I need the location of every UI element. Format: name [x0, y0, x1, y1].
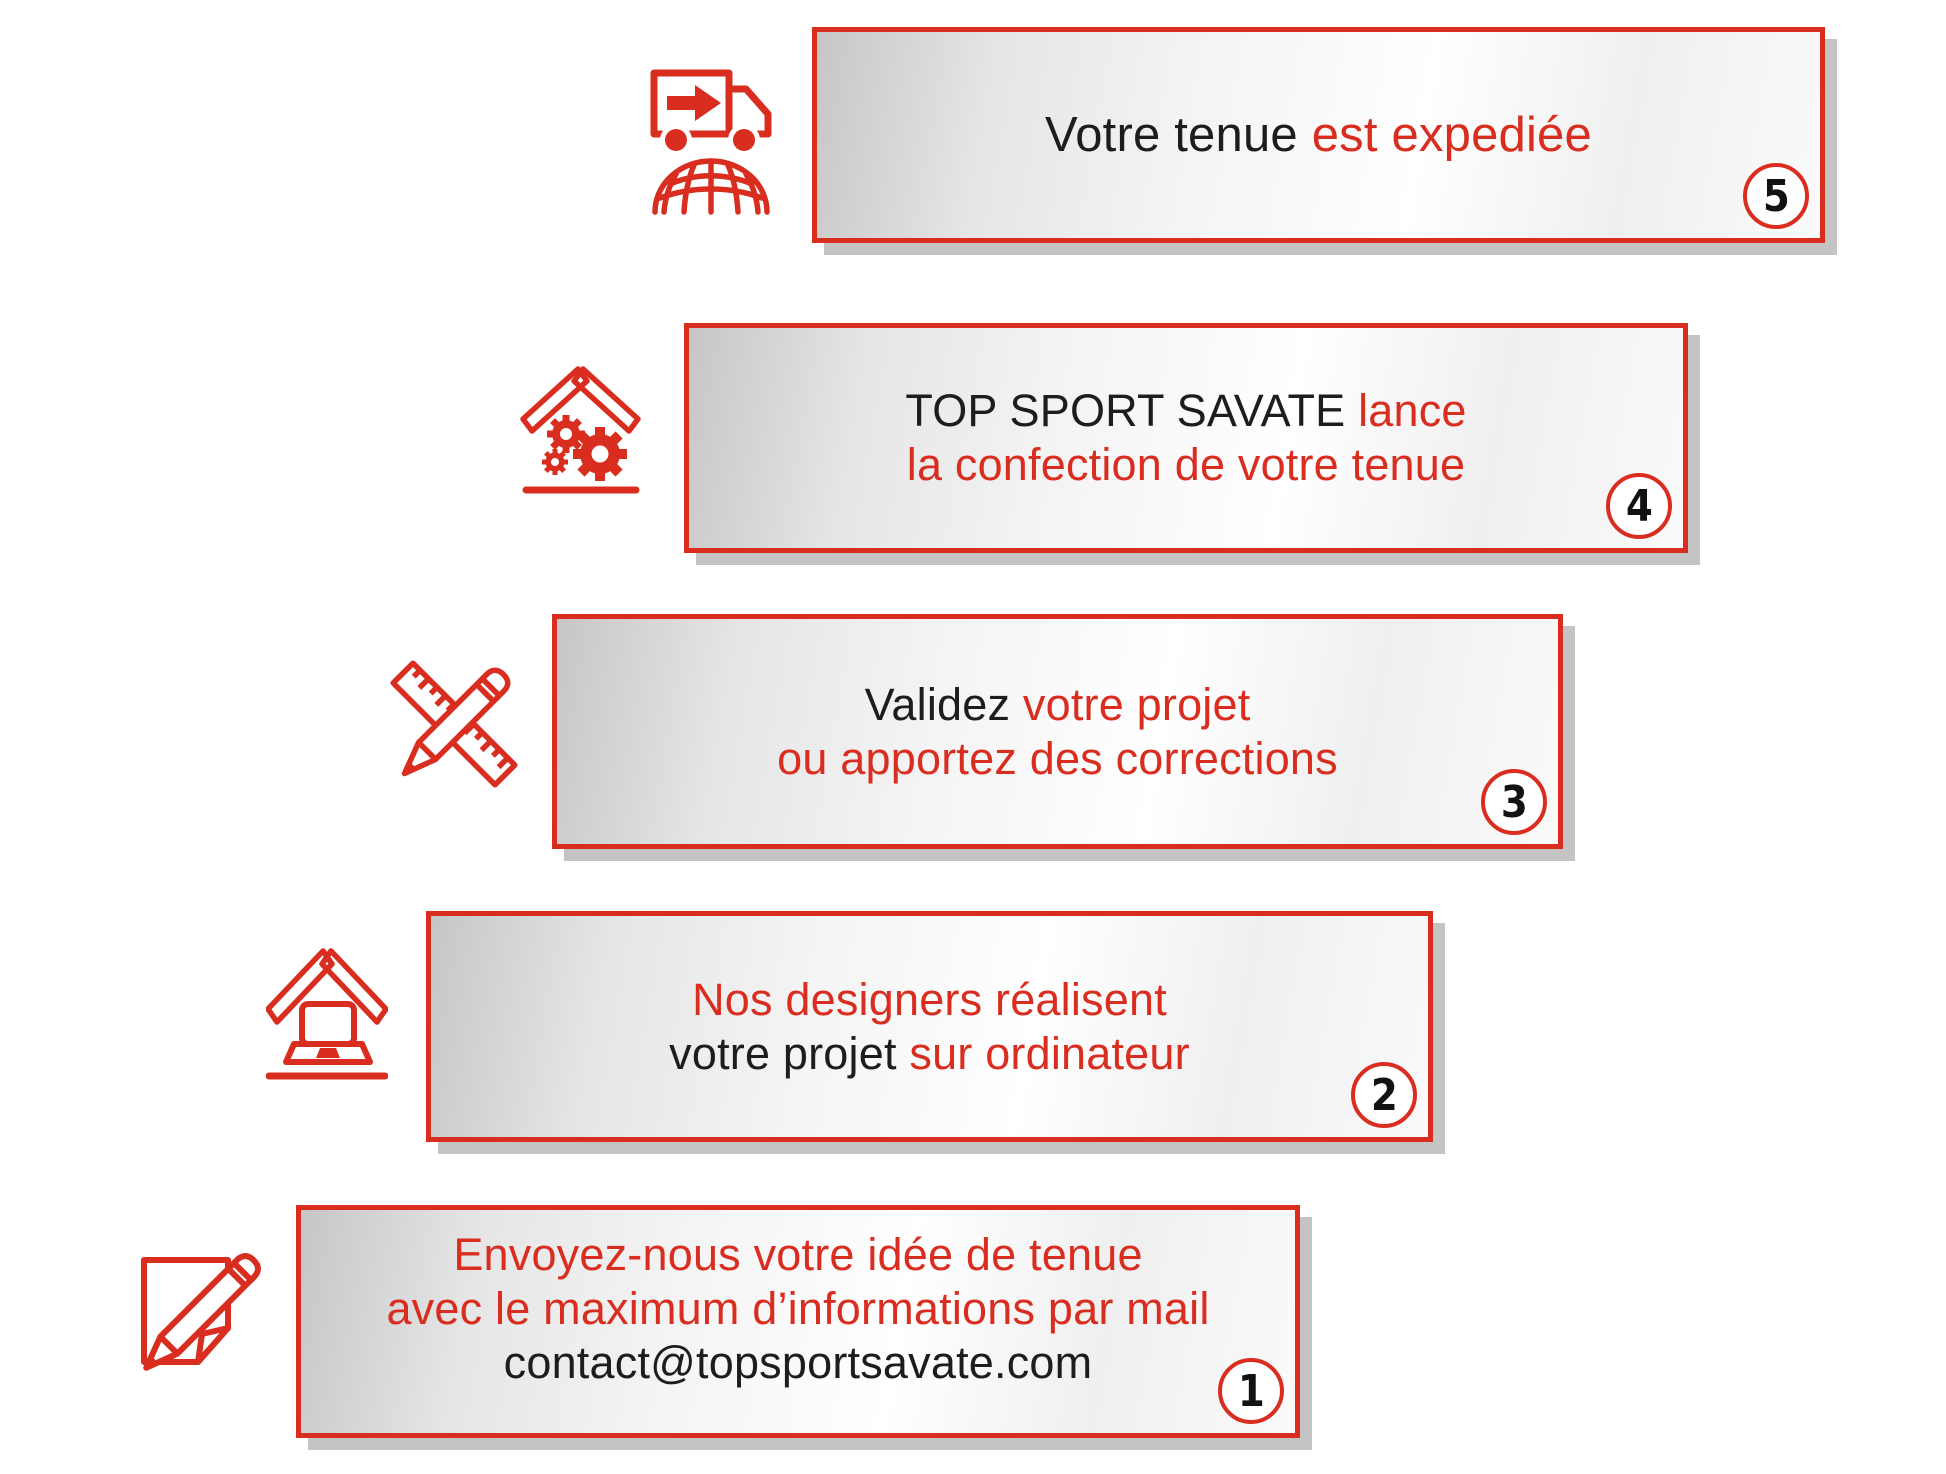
- step-number: 1: [1237, 1365, 1265, 1417]
- step-number: 3: [1500, 776, 1528, 828]
- step-panel-2: Nos designers réalisent votre projet sur…: [426, 911, 1433, 1142]
- text-line: Envoyez-nous votre idée de tenue: [386, 1228, 1209, 1282]
- step-number-badge-4: 4: [1606, 473, 1672, 539]
- ruler-pencil-icon: [388, 658, 521, 791]
- text-segment: sur ordinateur: [909, 1027, 1190, 1079]
- step-1-text: Envoyez-nous votre idée de tenue avec le…: [386, 1228, 1209, 1390]
- step-panel-1: Envoyez-nous votre idée de tenue avec le…: [296, 1205, 1300, 1438]
- text-segment: Votre tenue: [1045, 108, 1312, 162]
- text-segment: Nos designers réalisent: [692, 973, 1167, 1025]
- text-segment: Validez: [864, 678, 1023, 730]
- delivery-truck-globe-icon: [645, 58, 777, 226]
- step-panel-3: Validez votre projet ou apportez des cor…: [552, 614, 1563, 849]
- contact-email: contact@topsportsavate.com: [503, 1336, 1093, 1388]
- text-segment: votre projet: [669, 1027, 910, 1079]
- step-number-badge-5: 5: [1743, 163, 1809, 229]
- text-segment: TOP SPORT SAVATE: [905, 385, 1359, 436]
- step-number: 2: [1370, 1069, 1398, 1121]
- step-3-text: Validez votre projet ou apportez des cor…: [777, 678, 1338, 786]
- text-line: TOP SPORT SAVATE lance: [905, 384, 1466, 438]
- step-number-badge-2: 2: [1351, 1062, 1417, 1128]
- text-line: contact@topsportsavate.com: [386, 1336, 1209, 1390]
- step-4-text: TOP SPORT SAVATE lance la confection de …: [905, 384, 1466, 492]
- step-number: 4: [1625, 480, 1653, 532]
- step-panel-5: Votre tenue est expediée 5: [812, 27, 1825, 243]
- text-line: la confection de votre tenue: [905, 438, 1466, 492]
- text-line: Votre tenue est expediée: [1045, 106, 1592, 164]
- step-number-badge-1: 1: [1218, 1358, 1284, 1424]
- text-line: avec le maximum d’informations par mail: [386, 1282, 1209, 1336]
- step-panel-4: TOP SPORT SAVATE lance la confection de …: [684, 323, 1688, 553]
- text-line: votre projet sur ordinateur: [669, 1027, 1190, 1081]
- step-2-text: Nos designers réalisent votre projet sur…: [669, 973, 1190, 1081]
- text-segment: Envoyez-nous votre idée de tenue: [453, 1228, 1143, 1280]
- step-number: 5: [1762, 170, 1790, 222]
- text-segment: lance: [1358, 385, 1467, 436]
- text-segment: est expediée: [1311, 108, 1592, 162]
- text-segment: la confection de votre tenue: [906, 439, 1466, 490]
- house-gears-icon: [518, 362, 643, 496]
- text-line: Nos designers réalisent: [669, 973, 1190, 1027]
- text-segment: votre projet: [1022, 678, 1251, 730]
- text-line: Validez votre projet: [777, 678, 1338, 732]
- text-segment: ou apportez des corrections: [777, 732, 1338, 784]
- step-5-text: Votre tenue est expediée: [1045, 106, 1592, 164]
- note-pencil-icon: [128, 1246, 268, 1386]
- text-line: ou apportez des corrections: [777, 732, 1338, 786]
- text-segment: avec le maximum d’informations par mail: [386, 1282, 1210, 1334]
- house-laptop-icon: [266, 946, 388, 1082]
- step-number-badge-3: 3: [1481, 769, 1547, 835]
